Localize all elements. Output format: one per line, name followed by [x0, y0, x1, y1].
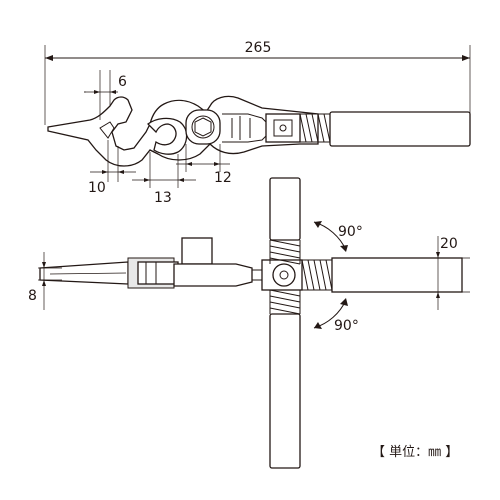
head-thickness-dimension: 8 [28, 252, 62, 310]
handle-diameter-dimension: 20 [420, 236, 470, 310]
jaw-side-label: 10 [88, 180, 106, 196]
unit-note: 【 単位：㎜ 】 [372, 444, 458, 460]
rotation-angle-indicators: 90° 90° [313, 221, 363, 334]
angle-down-label: 90° [334, 318, 359, 334]
overall-length-dimension: 265 [44, 40, 471, 125]
top-spring [299, 113, 331, 143]
handle-diameter-label: 20 [440, 236, 458, 252]
jaw-opening-label: 13 [154, 190, 172, 206]
jaw-dimensions: 6 10 13 12 [84, 70, 232, 206]
angle-up-label: 90° [338, 224, 363, 240]
overall-length-label: 265 [245, 40, 272, 56]
ring-width-label: 12 [214, 170, 232, 186]
head-thickness-label: 8 [28, 288, 37, 304]
jaw-tip-label: 6 [118, 74, 127, 90]
wrench-top-view [47, 95, 471, 167]
wrench-side-view [39, 177, 463, 469]
